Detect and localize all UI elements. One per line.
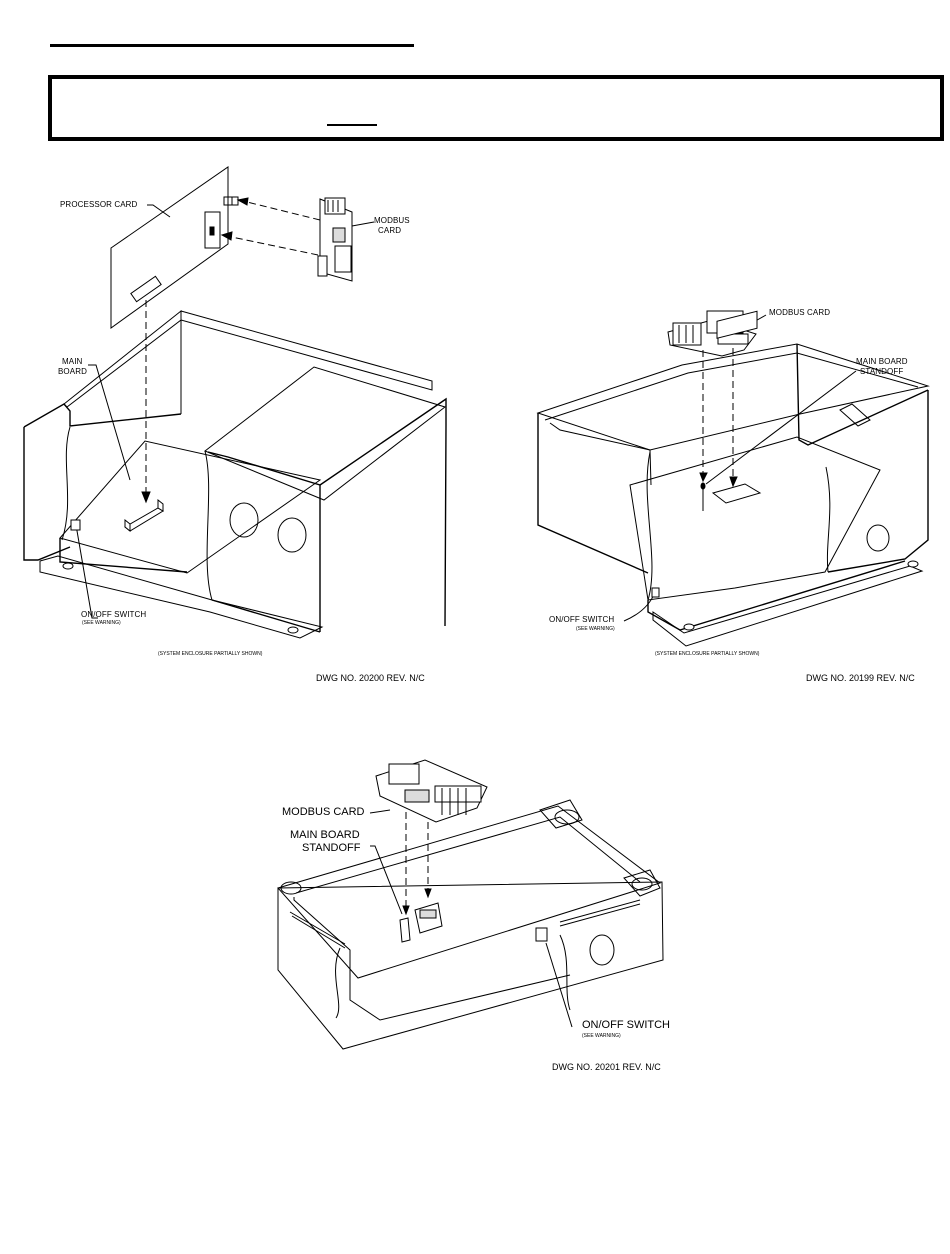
label-standoff-l2: STANDOFF: [860, 367, 904, 376]
label-standoff-l1: MAIN BOARD: [856, 357, 908, 366]
label-modbus-card: MODBUS CARD: [282, 806, 365, 818]
label-main-board-l2: BOARD: [58, 367, 87, 376]
on-off-switch: [70, 519, 81, 531]
warning-box: [48, 75, 944, 141]
warning-underline: [327, 124, 377, 126]
label-main-board-l1: MAIN: [62, 357, 83, 366]
label-see-warning: (SEE WARNING): [576, 626, 615, 632]
label-modbus-card-l2: CARD: [378, 226, 402, 235]
label-on-off-switch: ON/OFF SWITCH: [582, 1019, 670, 1031]
label-modbus-card-l1: MODBUS: [374, 216, 410, 225]
on-off-switch: [651, 587, 660, 598]
drawing-20201: [277, 759, 664, 1050]
label-on-off-switch: ON/OFF SWITCH: [81, 610, 147, 619]
dwg-number: DWG NO. 20201 REV. N/C: [552, 1062, 661, 1072]
label-standoff-l2: STANDOFF: [302, 842, 361, 854]
label-modbus-card: MODBUS CARD: [769, 308, 831, 317]
caption-enclosure-partial: (SYSTEM ENCLOSURE PARTIALLY SHOWN): [655, 651, 760, 657]
header-rule: [50, 44, 414, 47]
processor-card-connector: [130, 275, 162, 303]
conduit-hole: [229, 502, 259, 538]
dwg-number: DWG NO. 20199 REV. N/C: [806, 673, 915, 683]
drawing-20200: [23, 166, 447, 639]
label-standoff-l1: MAIN BOARD: [290, 829, 360, 841]
label-processor-card: PROCESSOR CARD: [60, 200, 138, 209]
label-see-warning: (SEE WARNING): [82, 620, 121, 626]
label-on-off-switch: ON/OFF SWITCH: [549, 615, 615, 624]
label-see-warning: (SEE WARNING): [582, 1033, 621, 1039]
caption-enclosure-partial: (SYSTEM ENCLOSURE PARTIALLY SHOWN): [158, 651, 263, 657]
main-board-connector: [124, 507, 164, 532]
processor-card-screw: [223, 196, 239, 206]
main-board-standoff: [399, 917, 411, 943]
dwg-number: DWG NO. 20200 REV. N/C: [316, 673, 425, 683]
on-off-switch: [535, 927, 548, 942]
drawing-20199: [536, 310, 930, 647]
inner-plate: [204, 366, 447, 501]
main-board-connector: [711, 483, 762, 504]
conduit-hole: [277, 517, 307, 553]
modbus-transformer: [388, 763, 420, 785]
